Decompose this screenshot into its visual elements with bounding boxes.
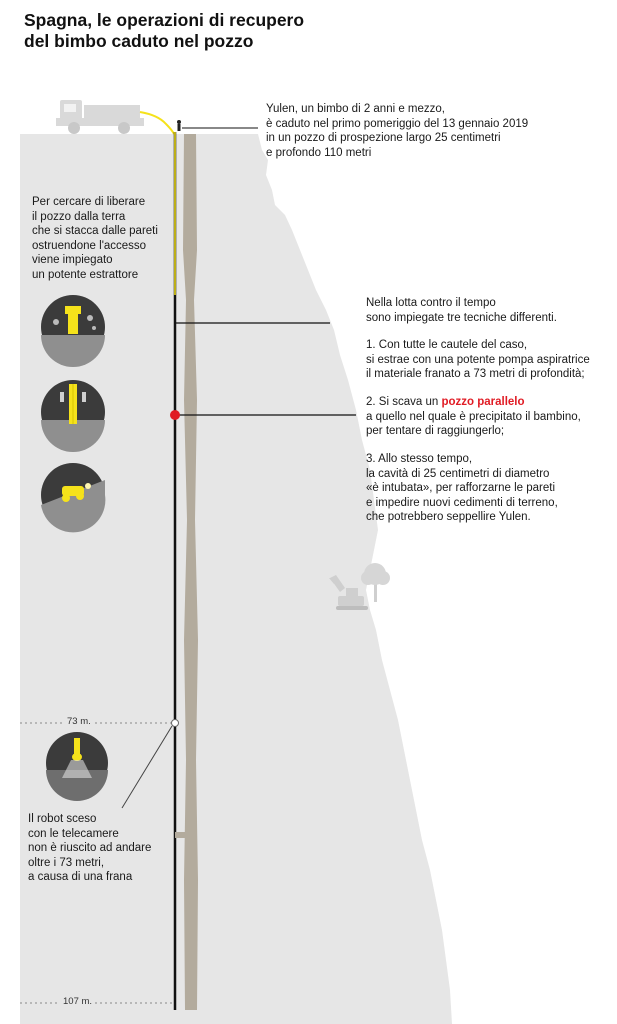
cable <box>139 111 175 135</box>
depth-73-marker <box>171 719 179 727</box>
depth-107-label: 107 m. <box>60 996 96 1007</box>
parallel-shaft <box>183 134 198 1010</box>
intro-text: Yulen, un bimbo di 2 anni e mezzo, è cad… <box>266 103 529 159</box>
truck-icon <box>56 100 144 134</box>
step2-prefix: 2. Si scava un <box>366 396 442 408</box>
extractor-note: Per cercare di liberare il pozzo dalla t… <box>32 196 158 281</box>
shaft-connector <box>175 832 185 838</box>
robot-icon <box>41 463 106 533</box>
step2-suffix: a quello nel quale è precipitato il bamb… <box>366 410 581 437</box>
extractor-icon <box>41 295 105 367</box>
excavator-icon <box>329 575 368 610</box>
page-title: Spagna, le operazioni di recupero del bi… <box>24 10 305 51</box>
drill-icon <box>41 380 105 452</box>
depth-73-label: 73 m. <box>64 716 94 727</box>
robot-leader <box>121 725 173 809</box>
technique-step-1: 1. Con tutte le cautele del caso, si est… <box>366 339 590 380</box>
parallel-marker <box>170 410 180 420</box>
techniques-intro: Nella lotta contro il tempo sono impiega… <box>366 297 557 324</box>
camera-robot-icon <box>46 732 108 801</box>
technique-step-3: 3. Allo stesso tempo, la cavità di 25 ce… <box>366 453 558 523</box>
tree-icon <box>361 563 390 602</box>
robot-note: Il robot sceso con le telecamere non è r… <box>28 813 152 883</box>
technique-step-2: 2. Si scava un pozzo parallelo a quello … <box>366 395 611 439</box>
terrain <box>20 134 452 1024</box>
parallel-well-highlight: pozzo parallelo <box>441 396 525 408</box>
person-icon <box>177 120 181 131</box>
